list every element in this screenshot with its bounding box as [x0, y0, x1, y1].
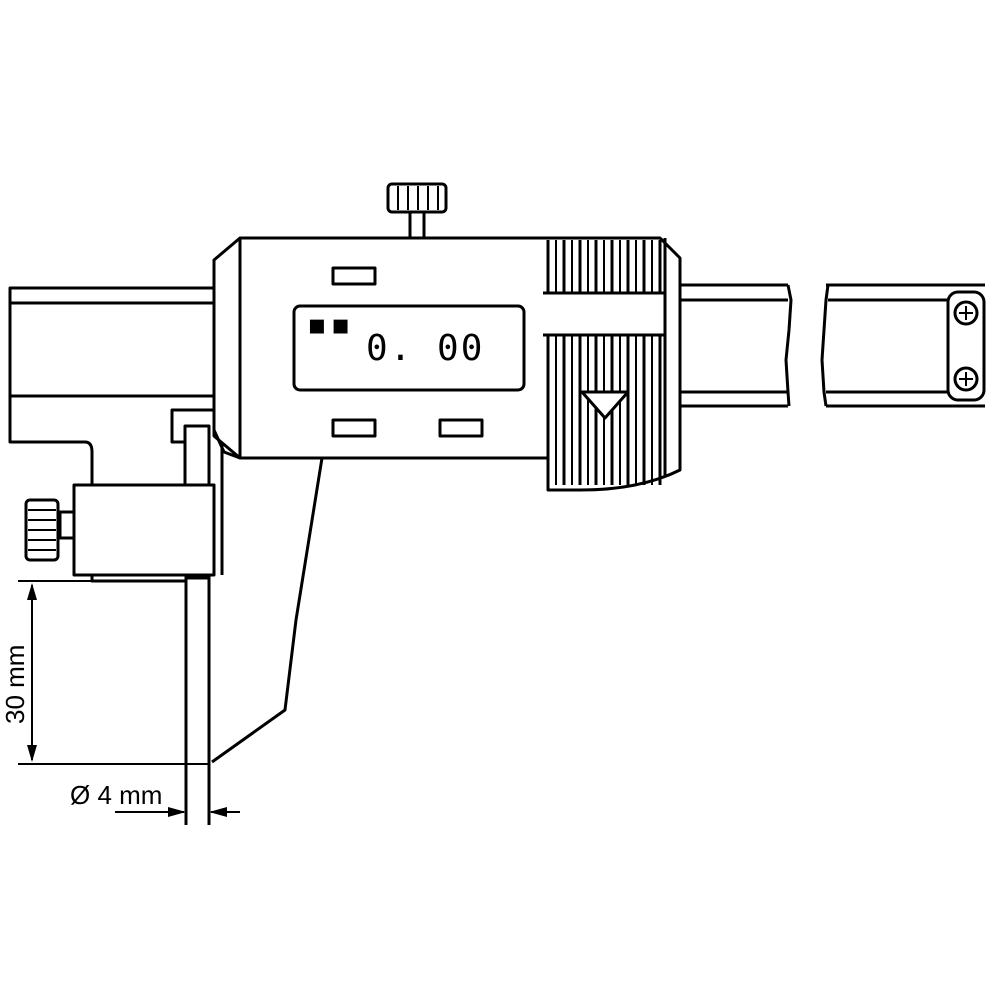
thumb-grip	[546, 240, 662, 485]
lcd-reading: 0. 00	[366, 328, 484, 369]
dimension-pin-diameter: Ø 4 mm	[70, 780, 240, 817]
locking-screw[interactable]	[386, 182, 448, 240]
fixed-jaw	[8, 286, 214, 485]
lcd-display: ▪▪ 0. 00	[292, 304, 526, 392]
adjustment-knob[interactable]	[24, 498, 76, 562]
screw-icon	[953, 366, 979, 392]
screw-icon	[953, 300, 979, 326]
measuring-pin	[184, 578, 211, 825]
pin-diameter-label: Ø 4 mm	[70, 780, 162, 810]
slider-jaw	[211, 429, 324, 764]
beam	[680, 283, 793, 408]
button-top[interactable]	[331, 266, 377, 286]
button-bottom-left[interactable]	[331, 418, 377, 438]
dimension-pin-length: 30 mm	[0, 580, 209, 765]
lcd-indicators: ▪▪	[306, 304, 353, 345]
beam-end	[820, 283, 986, 408]
button-bottom-right[interactable]	[438, 418, 484, 438]
depth-pin-holder	[72, 424, 216, 583]
pin-length-label: 30 mm	[0, 645, 30, 724]
zero-mark-icon	[580, 390, 630, 420]
